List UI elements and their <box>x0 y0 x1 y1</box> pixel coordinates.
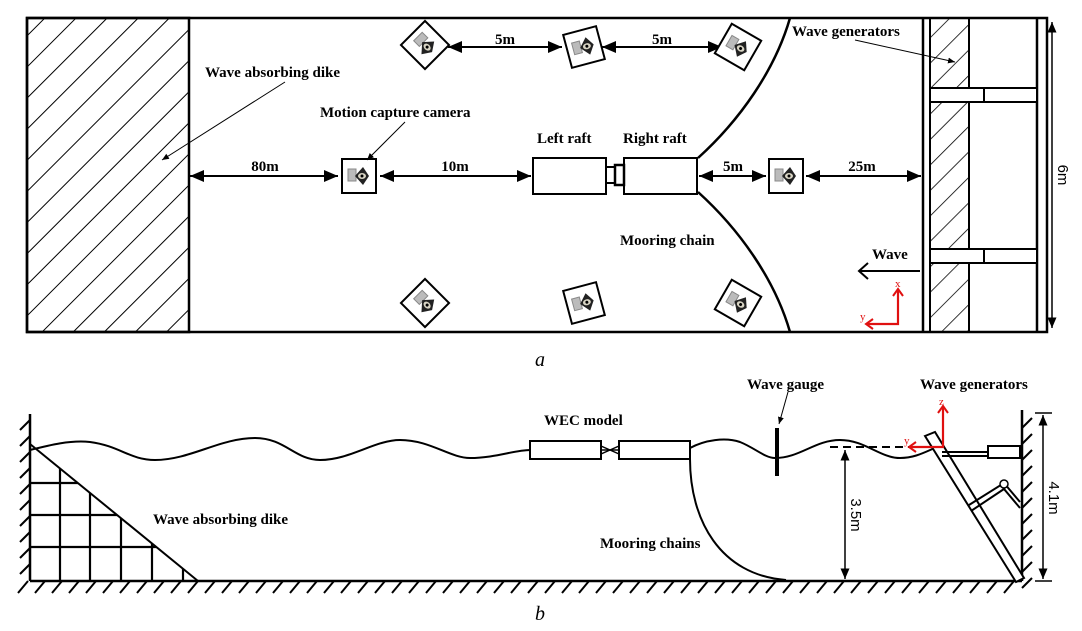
motion-capture-camera-icon <box>341 158 377 194</box>
leader-dike <box>161 81 286 161</box>
leader-generators <box>854 39 956 64</box>
caption-b: b <box>535 603 545 625</box>
wave-generator-flap <box>923 430 1026 584</box>
label-mooring-chain: Mooring chain <box>620 233 715 249</box>
zy-axis-icon <box>907 404 949 453</box>
mooring-chain-lower <box>697 191 792 333</box>
motion-capture-camera-icon <box>713 22 763 72</box>
tank-depth-label: 4.1m <box>1045 481 1062 514</box>
wec-body-right <box>618 440 691 460</box>
water-surface-left <box>29 436 531 462</box>
label-wec-model: WEC model <box>544 413 623 429</box>
dim-top-5m-1: 5m <box>495 32 516 48</box>
left-wall-hatch <box>19 419 31 575</box>
label-left-raft: Left raft <box>537 131 592 147</box>
label-mooring-chains: Mooring chains <box>600 536 701 552</box>
water-surface-right <box>689 438 938 460</box>
right-wall-hatch <box>1021 417 1033 589</box>
label-wave: Wave <box>872 247 908 263</box>
wave-generator-wall <box>921 17 1039 333</box>
wave-absorbing-dike-block <box>25 16 191 334</box>
label-wave-generators-a: Wave generators <box>792 24 900 40</box>
axis-y-label-b: y <box>904 435 910 447</box>
motion-capture-camera-icon <box>768 158 804 194</box>
dim-5m: 5m <box>723 159 744 175</box>
left-raft <box>532 157 607 195</box>
motion-capture-camera-icon <box>713 278 763 328</box>
label-motion-camera: Motion capture camera <box>320 105 471 121</box>
mooring-chain-upper <box>697 17 792 159</box>
motion-capture-camera-icon <box>561 24 607 70</box>
motion-capture-camera-icon <box>399 19 451 71</box>
leader-camera <box>366 121 406 161</box>
axis-y-label-a: y <box>860 311 866 323</box>
panel-b-side-view: Wave absorbing dike WEC model Mooring ch… <box>17 377 1062 625</box>
water-depth-label: 3.5m <box>847 498 864 531</box>
mooring-chain-side <box>689 458 787 581</box>
wec-body-left <box>529 440 602 460</box>
motion-capture-camera-icon <box>561 280 607 326</box>
xy-axis-icon <box>864 287 904 330</box>
right-raft <box>623 157 698 195</box>
dim-10m: 10m <box>441 159 469 175</box>
panel-a-top-view: 6m 80m 10m 5m 25m 5m 5m Wave absorbing d… <box>25 16 1071 371</box>
pto-connector <box>605 163 626 187</box>
label-right-raft: Right raft <box>623 131 687 147</box>
wec-connector <box>600 445 620 455</box>
label-dike-b: Wave absorbing dike <box>153 512 288 528</box>
floor-hatch <box>17 580 1015 594</box>
wave-direction-arrow-icon <box>857 262 920 280</box>
label-dike-a: Wave absorbing dike <box>205 65 340 81</box>
axis-x-label: x <box>895 278 901 290</box>
motion-capture-camera-icon <box>399 277 451 329</box>
dim-80m: 80m <box>251 159 279 175</box>
dim-top-5m-2: 5m <box>652 32 673 48</box>
label-wave-generators-b: Wave generators <box>920 377 1028 393</box>
label-wave-gauge: Wave gauge <box>747 377 824 393</box>
leader-wave-gauge <box>778 391 789 425</box>
dim-25m: 25m <box>848 159 876 175</box>
axis-z-label: z <box>939 396 944 408</box>
width-dimension-label: 6m <box>1054 165 1071 186</box>
caption-a: a <box>535 349 545 371</box>
